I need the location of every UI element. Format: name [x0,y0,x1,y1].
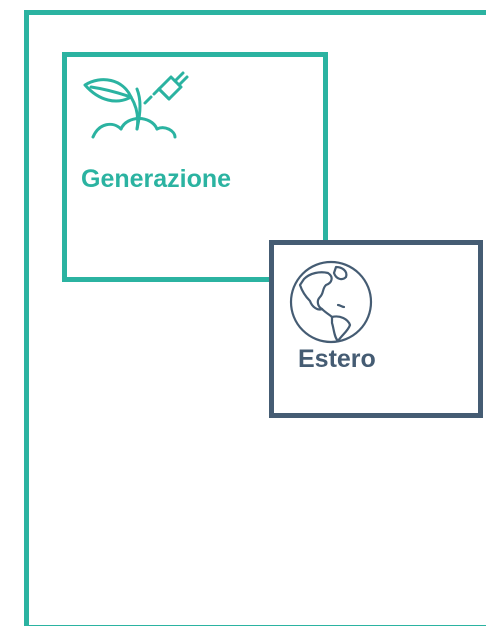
outer-frame [24,10,486,626]
estero-card[interactable]: Estero [269,240,483,418]
generazione-label: Generazione [81,165,232,193]
estero-label: Estero [298,345,376,373]
globe-americas-icon [289,260,373,344]
sprout-plug-icon [83,71,189,139]
